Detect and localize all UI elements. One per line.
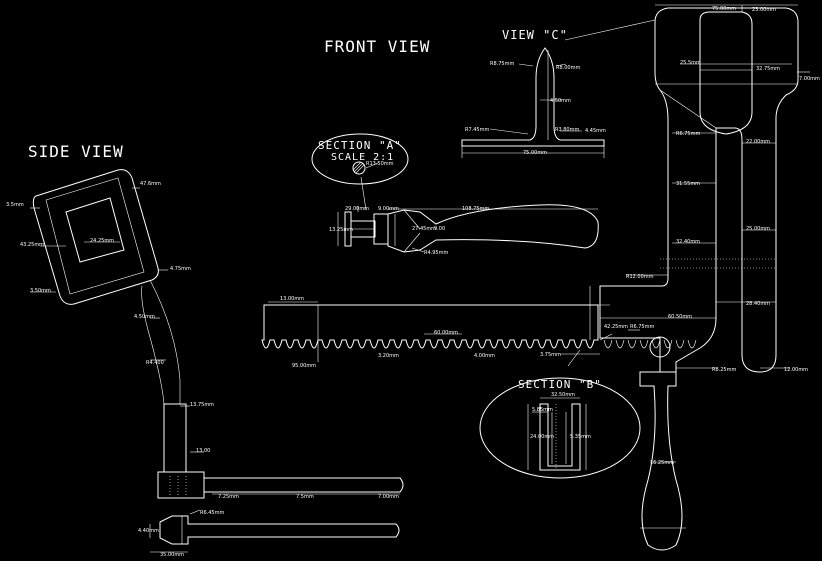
dim-60-50: 60.50mm [668, 314, 692, 320]
dim-13b: 13.00mm [280, 296, 304, 302]
dim-60: 60.00mm [434, 330, 458, 336]
dim-s14: R6.45mm [200, 510, 224, 516]
dim-9: 9.00mm [378, 206, 399, 212]
dim-42: 42.25mm [604, 324, 628, 330]
dim-3-75: 3.75mm [540, 352, 561, 358]
dim-s6: 4.75mm [170, 266, 191, 272]
section-b-title: SECTION "B" [518, 378, 602, 391]
dim-s12: 7.5mm [296, 494, 314, 500]
dim-s11: 7.25mm [218, 494, 239, 500]
lower-handle [639, 371, 686, 551]
dim-s7: 4.50mm [134, 314, 155, 320]
dim-s2: 47.6mm [140, 181, 161, 187]
dim-4-45: 4.45mm [585, 128, 606, 134]
dim-r8-75: R8.75mm [490, 61, 514, 67]
dim-b4: 5.35mm [570, 434, 591, 440]
dim-s10: 13.00 [196, 448, 210, 454]
key-detail [337, 204, 599, 253]
dim-r12: R12.00mm [626, 274, 654, 280]
dim-23-top: 23.00mm [752, 7, 776, 13]
dim-r13: R13.50mm [366, 161, 394, 167]
dim-s15: 4.40mm [138, 528, 159, 534]
dim-s4: 24.25mm [90, 238, 114, 244]
side-view [30, 169, 404, 553]
dim-3-20: 3.20mm [378, 353, 399, 359]
dim-r6-75: R6.75mm [676, 131, 700, 137]
dim-r4: R4.95mm [424, 250, 448, 256]
dim-s9: 13.75mm [190, 402, 214, 408]
dim-r8-25: R8.25mm [712, 367, 736, 373]
dim-b2: 5.85mm [532, 407, 553, 413]
dim-r3-80: R3.80mm [555, 127, 579, 133]
view-c-profile [461, 19, 656, 158]
dim-13: 13.25mm [329, 227, 353, 233]
side-view-title: SIDE VIEW [28, 142, 124, 161]
dim-r8: R8.00mm [556, 65, 580, 71]
front-view-title: FRONT VIEW [324, 37, 431, 56]
dim-b3: 24.00mm [530, 434, 554, 440]
dim-75b: 75.00mm [523, 150, 547, 156]
dim-16: 16.25mm [650, 460, 674, 466]
dim-27: 27.45mm [412, 226, 436, 232]
dim-75-top: 75.00mm [712, 6, 736, 12]
dim-s1: 3.5mm [6, 202, 24, 208]
dim-32-75: 32.75mm [756, 66, 780, 72]
section-a [311, 133, 409, 211]
dim-4-00: 4.00mm [474, 353, 495, 359]
dim-s16: 35.00mm [160, 552, 184, 558]
dim-r6-75b: R6.75mm [630, 324, 654, 330]
dim-s3: 43.25mm [20, 242, 44, 248]
dim-s8: R4.400 [146, 360, 164, 366]
dim-r7-45: R7.45mm [465, 127, 489, 133]
dim-25b: 25.00mm [746, 226, 770, 232]
dim-32: 32.40mm [676, 239, 700, 245]
dim-12: 12.00mm [784, 367, 808, 373]
dim-25: 25.5mm [680, 60, 701, 66]
section-a-title: SECTION "A" [318, 139, 402, 152]
dim-b1: 32.50mm [551, 392, 575, 398]
gear-teeth [603, 339, 697, 349]
dim-95: 95.00mm [292, 363, 316, 369]
dim-28: 28.40mm [746, 301, 770, 307]
dim-7: 7.00mm [799, 76, 820, 82]
dim-22: 22.00mm [746, 139, 770, 145]
rack-bar [261, 286, 671, 367]
dim-9b: 9.00 [434, 226, 445, 232]
dim-s5: 3.50mm [30, 288, 51, 294]
dim-108: 108.75mm [462, 206, 489, 212]
section-b [479, 377, 641, 479]
view-c-title: VIEW "C" [502, 28, 568, 42]
front-frame [599, 4, 810, 373]
dim-s13: 7.00mm [378, 494, 399, 500]
dim-31: 31.55mm [676, 181, 700, 187]
section-a-scale: SCALE 2:1 [331, 152, 395, 163]
dim-4-50: 4.50mm [550, 98, 571, 104]
dim-29: 29.00mm [345, 206, 369, 212]
